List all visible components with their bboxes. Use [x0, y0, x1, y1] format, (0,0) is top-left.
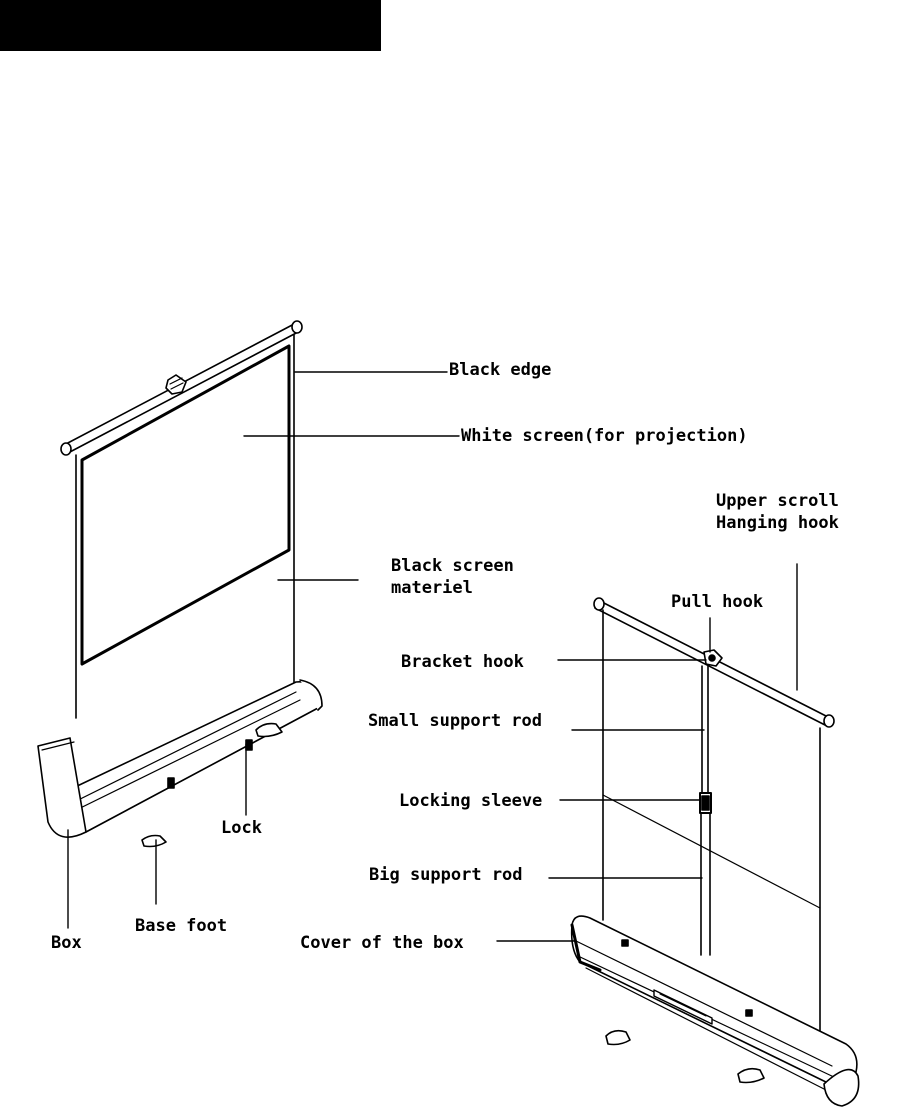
- left-hanging-hook: [166, 375, 186, 394]
- right-projection-screen: [572, 598, 859, 1106]
- label-cover-of-the-box: Cover of the box: [300, 933, 464, 953]
- left-base-foot-1: [142, 836, 166, 847]
- left-scroll-end-right: [292, 321, 302, 333]
- label-small-support-rod: Small support rod: [368, 711, 542, 731]
- right-base-foot-2: [738, 1069, 764, 1083]
- label-white-screen: White screen(for projection): [461, 426, 748, 446]
- left-white-screen: [82, 346, 289, 664]
- right-box-body: [572, 916, 857, 1085]
- label-black-screen-line2: materiel: [391, 578, 473, 598]
- label-upper-scroll: Upper scroll: [716, 491, 839, 511]
- left-projection-screen: [38, 321, 322, 847]
- left-box-body: [52, 682, 320, 835]
- label-hanging-hook: Hanging hook: [716, 513, 839, 533]
- label-base-foot: Base foot: [135, 916, 227, 936]
- label-black-screen-line1: Black screen: [391, 556, 514, 576]
- left-scroll-end-left: [61, 443, 71, 455]
- label-big-support-rod: Big support rod: [369, 865, 523, 885]
- label-lock: Lock: [221, 818, 262, 838]
- right-base-foot-1: [606, 1031, 630, 1045]
- left-box-end-cap-left: [38, 738, 86, 837]
- label-locking-sleeve: Locking sleeve: [399, 791, 542, 811]
- label-bracket-hook: Bracket hook: [401, 652, 524, 672]
- label-box: Box: [51, 933, 82, 953]
- right-big-support-rod: [701, 813, 710, 955]
- label-black-edge: Black edge: [449, 360, 551, 380]
- label-pull-hook: Pull hook: [671, 592, 763, 612]
- left-lock: [168, 778, 174, 788]
